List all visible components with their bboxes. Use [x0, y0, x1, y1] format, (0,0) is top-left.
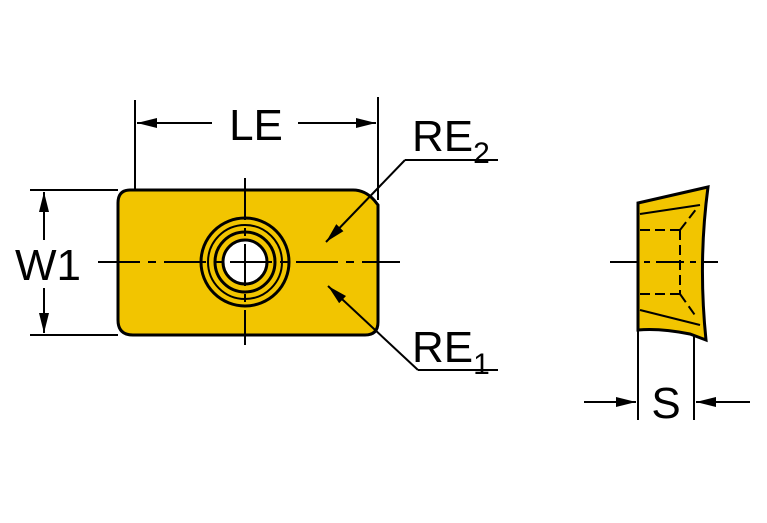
w1-dimension: W1: [15, 189, 118, 336]
re1-label: RE1: [412, 323, 490, 381]
s-dimension: S: [584, 330, 750, 428]
le-label: LE: [229, 101, 283, 150]
front-view: LE W1 RE2 RE1: [15, 97, 498, 381]
side-chamfer-bottom: [639, 309, 701, 326]
re2-label-sub: 2: [473, 137, 490, 170]
w1-label: W1: [15, 241, 81, 290]
re2-callout: RE2: [325, 112, 498, 243]
side-chamfer-top: [639, 204, 701, 215]
re1-label-sub: 1: [473, 348, 490, 381]
side-profile: [636, 185, 710, 343]
re1-callout: RE1: [327, 285, 498, 381]
re1-label-base: RE: [412, 323, 473, 372]
side-view: S: [584, 185, 750, 428]
re2-label: RE2: [412, 112, 490, 170]
le-dimension: LE: [134, 97, 379, 200]
re2-label-base: RE: [412, 112, 473, 161]
s-label: S: [651, 379, 680, 428]
